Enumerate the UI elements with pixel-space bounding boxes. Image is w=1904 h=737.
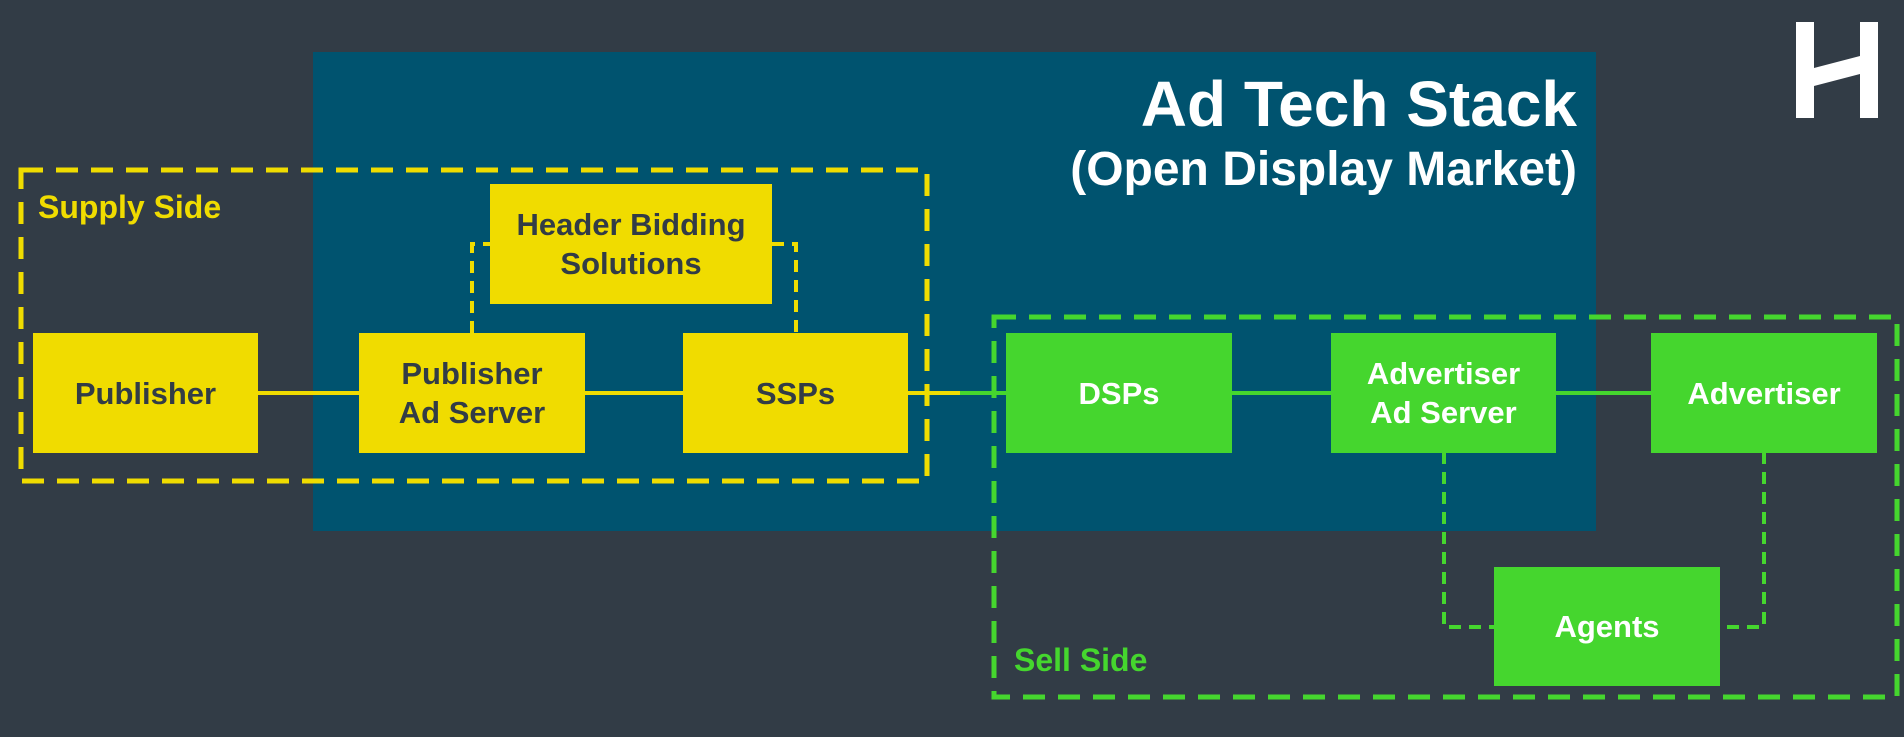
title-line-1: Ad Tech Stack	[1140, 68, 1577, 140]
ad-server-to-header-bidding-dashed	[470, 242, 490, 333]
advertiser-ad-server-to-agents-dashed	[1442, 452, 1494, 629]
node-dsps-label: DSPs	[1078, 375, 1160, 411]
node-ssps: SSPs	[683, 333, 908, 453]
node-advertiser: Advertiser	[1651, 333, 1877, 453]
node-agents-label: Agents	[1554, 609, 1660, 644]
node-publisher-label: Publisher	[74, 375, 217, 411]
node-advertiser-ad-server-line-1: Advertiser	[1366, 356, 1521, 391]
node-dsps: DSPs	[1006, 333, 1232, 453]
node-publisher-ad-server-line-2: Ad Server	[398, 395, 546, 430]
node-publisher: Publisher	[33, 333, 258, 453]
supply-side-label: Supply Side	[38, 189, 222, 225]
supply-side-zone-border	[18, 167, 930, 484]
header-bidding-to-ssps-dashed	[772, 242, 798, 333]
node-agents: Agents	[1494, 567, 1720, 686]
node-header-bidding-solutions: Header Bidding Solutions	[490, 184, 772, 304]
node-header-bidding-line-2: Solutions	[560, 246, 702, 281]
node-publisher-ad-server-line-1: Publisher	[401, 356, 543, 391]
sell-side-zone-border	[991, 314, 1900, 700]
advertiser-to-agents-dashed	[1720, 452, 1766, 629]
h-logo-icon	[1796, 22, 1878, 118]
sell-side-label: Sell Side	[1014, 642, 1148, 678]
node-ssps-label: SSPs	[755, 375, 836, 411]
node-publisher-ad-server: Publisher Ad Server	[359, 333, 585, 453]
node-advertiser-label: Advertiser	[1687, 375, 1841, 411]
node-advertiser-ad-server: Advertiser Ad Server	[1331, 333, 1556, 453]
diagram-title: Ad Tech Stack (Open Display Market)	[1070, 68, 1577, 197]
title-line-2: (Open Display Market)	[1070, 142, 1577, 196]
node-advertiser-ad-server-line-2: Ad Server	[1370, 395, 1517, 430]
node-header-bidding-line-1: Header Bidding	[516, 207, 746, 242]
